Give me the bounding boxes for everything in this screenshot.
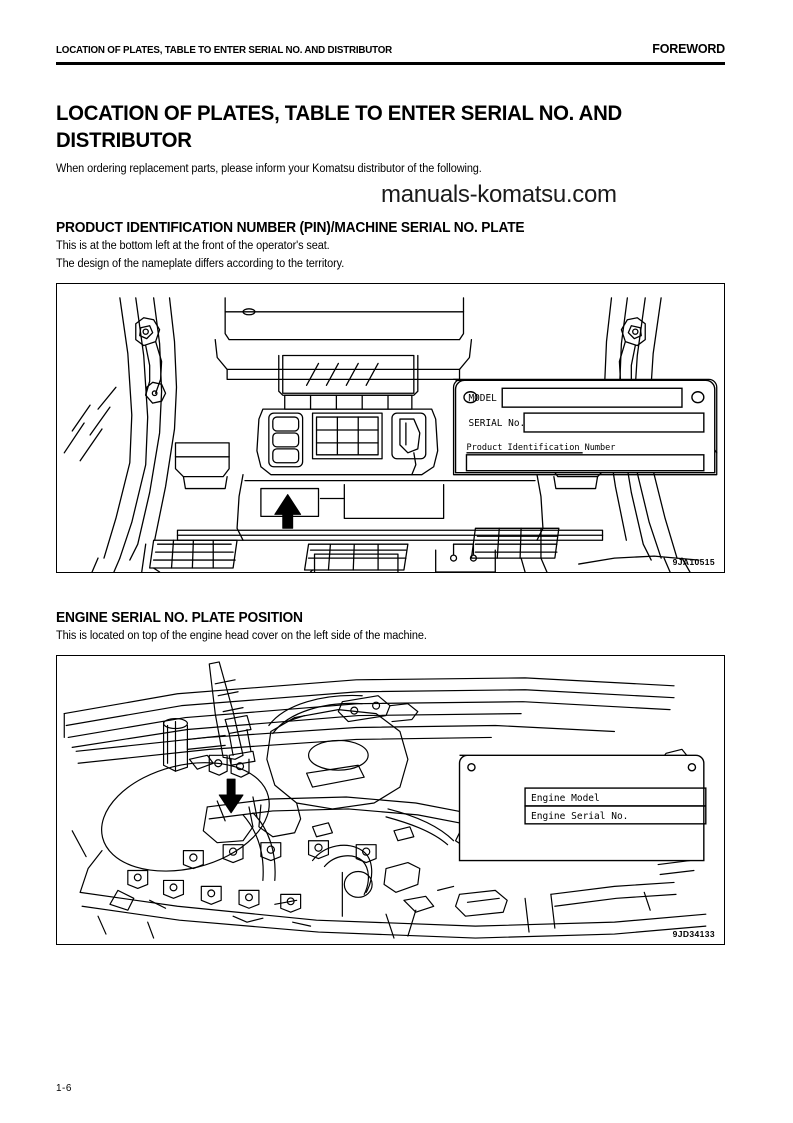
section-heading-pin-plate: PRODUCT IDENTIFICATION NUMBER (PIN)/MACH… — [56, 220, 525, 236]
engine-plate-label-serial: Engine Serial No. — [531, 811, 628, 822]
figure-1-id: 9JA10515 — [672, 557, 715, 567]
page-title-line-1: LOCATION OF PLATES, TABLE TO ENTER SERIA… — [56, 102, 622, 125]
section-2-body-line-1: This is located on top of the engine hea… — [56, 630, 427, 642]
header-rule — [56, 62, 725, 65]
running-header: LOCATION OF PLATES, TABLE TO ENTER SERIA… — [56, 42, 725, 56]
engine-plate-label-model: Engine Model — [531, 793, 600, 804]
callout-arrow-down — [218, 778, 244, 814]
section-1-body-line-2: The design of the nameplate differs acco… — [56, 258, 345, 270]
engine-plate-labels: Engine Model Engine Serial No. — [531, 793, 628, 822]
nameplate-labels: MODEL SERIAL No. Product Identification … — [466, 393, 615, 453]
page-title-line-2: DISTRIBUTOR — [56, 129, 192, 152]
intro-paragraph: When ordering replacement parts, please … — [56, 163, 482, 175]
nameplate-label-model: MODEL — [468, 393, 497, 404]
header-chapter-title: FOREWORD — [652, 42, 725, 56]
section-1-body-line-1: This is at the bottom left at the front … — [56, 240, 330, 252]
nameplate-label-serial: SERIAL No. — [468, 418, 525, 429]
figure-2-illustration: Engine Model Engine Serial No. — [63, 661, 707, 939]
page-title: LOCATION OF PLATES, TABLE TO ENTER SERIA… — [56, 100, 677, 154]
section-heading-engine-plate: ENGINE SERIAL NO. PLATE POSITION — [56, 610, 303, 626]
callout-arrow-up — [274, 494, 302, 529]
header-section-title: LOCATION OF PLATES, TABLE TO ENTER SERIA… — [56, 44, 393, 56]
figure-2-id: 9JD34133 — [672, 929, 715, 939]
figure-pin-plate-location: MODEL SERIAL No. Product Identification … — [56, 283, 725, 573]
figure-1-illustration: MODEL SERIAL No. Product Identification … — [63, 297, 718, 572]
nameplate-label-pin: Product Identification Number — [466, 443, 615, 453]
watermark-text: manuals-komatsu.com — [381, 181, 617, 208]
figure-engine-plate-location: Engine Model Engine Serial No. 9JD34133 — [56, 655, 725, 945]
page-number: 1-6 — [56, 1083, 72, 1094]
